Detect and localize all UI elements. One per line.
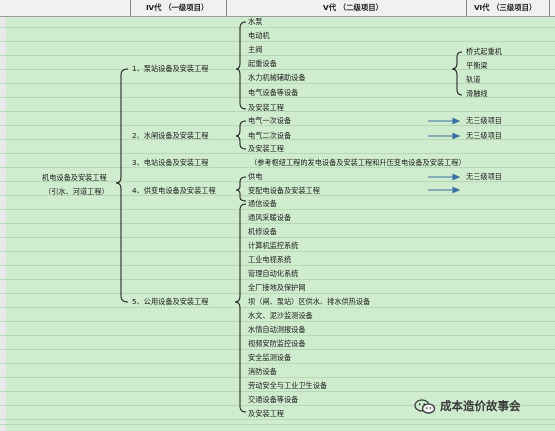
pump-brace	[235, 21, 247, 110]
supply-item: 变配电设备及安装工程	[248, 186, 320, 195]
pump-item: 主阀	[248, 45, 263, 54]
column-divider	[130, 0, 131, 16]
lifting-sub-item: 桥式起重机	[466, 47, 502, 56]
column-divider	[466, 0, 467, 16]
supply-brace	[235, 176, 247, 202]
level1-item: 4、供变电设备及安装工程	[132, 186, 216, 195]
no-level3-label: 无三级项目	[466, 116, 502, 125]
pump-item: 电动机	[248, 31, 270, 40]
level1-item: 1、泵站设备及安装工程	[132, 64, 209, 73]
arrows	[428, 117, 461, 194]
level1-item: 2、水闸设备及安装工程	[132, 131, 209, 140]
header-level6: Ⅵ代 （三级项目）	[474, 3, 537, 12]
column-divider	[226, 0, 227, 16]
header-level5: Ⅴ代 （二级项目）	[323, 3, 384, 12]
header-level4: Ⅳ代 （一级项目）	[146, 3, 209, 12]
public-item: 劳动安全与工业卫生设备	[248, 381, 328, 390]
wechat-icon	[414, 399, 436, 414]
pump-item: 水泵	[248, 17, 263, 26]
public-item: 通风采暖设备	[248, 213, 292, 222]
public-item: 工业电视系统	[248, 255, 292, 264]
lifting-sub-item: 轨道	[466, 75, 481, 84]
public-item: 交通设备等设备	[248, 395, 299, 404]
public-item: 及安装工程	[248, 409, 284, 418]
public-item: 管理自动化系统	[248, 269, 299, 278]
column-divider	[549, 0, 550, 16]
root-label-line1: 机电设备及安装工程	[42, 173, 107, 182]
public-item: 消防设备	[248, 367, 277, 376]
sluice-item: 电气一次设备	[248, 116, 292, 125]
public-item: 水文、泥沙监测设备	[248, 311, 313, 320]
root-brace	[115, 68, 129, 303]
arrow-head	[452, 186, 461, 194]
level1-item: 3、电站设备及安装工程	[132, 158, 209, 167]
station-note: （参考枢纽工程的发电设备及安装工程和升压变电设备及安装工程）	[250, 158, 466, 167]
sluice-brace	[235, 120, 247, 150]
watermark-text: 成本造价故事会	[440, 399, 521, 413]
public-item: 坝（闸、泵站）区供水、排水供热设备	[248, 297, 371, 306]
arrow-head	[452, 173, 461, 181]
level1-item: 5、公用设备及安装工程	[132, 297, 209, 306]
public-item: 安全监测设备	[248, 353, 292, 362]
public-brace	[234, 203, 247, 413]
lifting-brace	[451, 51, 463, 96]
no-level3-label: 无三级项目	[466, 131, 502, 140]
pump-item: 电气设备等设备	[248, 88, 299, 97]
sluice-item: 电气二次设备	[248, 131, 292, 140]
column-header-row	[0, 0, 555, 17]
pump-item: 起重设备	[248, 59, 277, 68]
no-level3-label: 无三级项目	[466, 172, 502, 181]
public-item: 水情自动测报设备	[248, 325, 306, 334]
arrow-head	[452, 117, 461, 125]
public-item: 通信设备	[248, 199, 277, 208]
arrow-head	[452, 132, 461, 140]
brace-lines	[115, 21, 463, 413]
sluice-item: 及安装工程	[248, 144, 284, 153]
pump-item: 及安装工程	[248, 103, 284, 112]
lifting-sub-item: 滑触线	[466, 89, 488, 98]
public-item: 全厂接地及保护网	[248, 283, 306, 292]
public-item: 视频安防监控设备	[248, 339, 306, 348]
public-item: 机修设备	[248, 227, 277, 236]
pump-item: 水力机械辅助设备	[248, 73, 306, 82]
root-label-line2: （引水、河道工程）	[44, 187, 109, 196]
supply-item: 供电	[248, 172, 263, 181]
sheet-bottom-rule	[0, 424, 555, 425]
watermark-logo: 成本造价故事会	[414, 398, 521, 414]
public-item: 计算机监控系统	[248, 241, 299, 250]
lifting-sub-item: 平衡梁	[466, 61, 488, 70]
